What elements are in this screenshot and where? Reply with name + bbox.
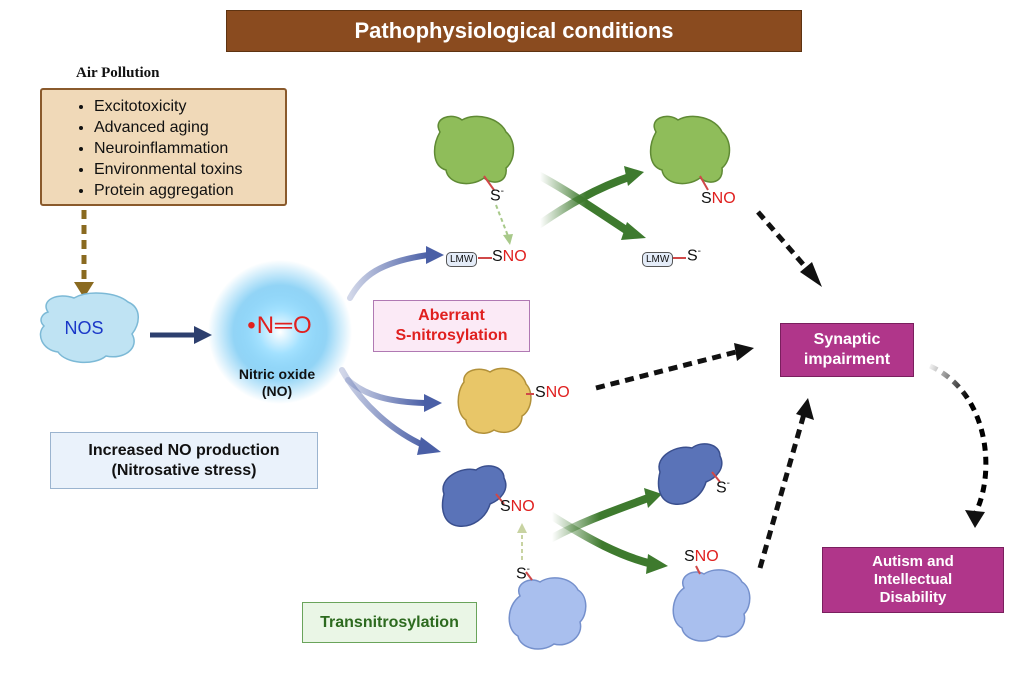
synaptic-line2: impairment <box>803 351 891 368</box>
arrowhead <box>417 437 441 455</box>
aberrant-box: Aberrant S-nitrosylation <box>373 300 530 352</box>
condition-item: Protein aggregation <box>94 180 285 201</box>
no-production-box: Increased NO production (Nitrosative str… <box>50 432 318 489</box>
no-production-line2: (Nitrosative stress) <box>111 461 257 479</box>
arrowhead <box>426 246 444 264</box>
green-crossing-arrows-top <box>536 172 636 238</box>
no-glow <box>208 260 352 404</box>
protein-bond <box>695 565 701 575</box>
fading-dashed-arrow <box>928 363 989 528</box>
arrowhead <box>621 222 646 240</box>
lmw-tag: LMW <box>642 249 674 267</box>
olive-dashed-arrow <box>74 210 94 298</box>
transfer-arrow-top <box>495 204 513 245</box>
lmw-tag: LMW <box>446 249 478 267</box>
condition-item: Advanced aging <box>94 117 285 138</box>
title-bar: Pathophysiological conditions <box>226 10 802 52</box>
nitric-oxide-formula: •N═O <box>247 312 313 339</box>
synaptic-impairment-box: Synaptic impairment <box>780 323 914 377</box>
black-dashed-arrows <box>595 210 810 569</box>
autism-box: Autism and Intellectual Disability <box>822 547 1004 613</box>
synaptic-line1: Synaptic <box>813 331 881 348</box>
lightblue-protein-right <box>672 569 751 642</box>
arrowhead <box>424 394 442 412</box>
transfer-arrow-bottom <box>517 523 527 560</box>
protein-bond <box>711 471 721 483</box>
transnitrosylation-label: Transnitrosylation <box>320 613 459 631</box>
nitric-oxide-caption-line1: Nitric oxide <box>238 366 316 382</box>
thiolate-label: S- <box>716 478 731 497</box>
nos-to-no-arrow <box>150 326 212 344</box>
yellow-protein <box>457 367 532 434</box>
sno-label: SNO <box>535 384 570 401</box>
autism-line2: Intellectual <box>873 571 953 588</box>
arrowhead <box>646 554 668 574</box>
nitric-oxide-caption: Nitric oxide (NO) <box>222 366 332 400</box>
condition-item: Neuroinflammation <box>94 138 285 159</box>
thiolate-label: S- <box>490 186 505 205</box>
green-crossing-arrows-bottom <box>548 494 656 568</box>
nos-blob <box>39 292 139 364</box>
thiolate-label: S- <box>516 564 531 583</box>
conditions-list: Excitotoxicity Advanced aging Neuroinfla… <box>42 96 285 201</box>
sno-label: SNO <box>492 248 527 265</box>
nitric-oxide-caption-line2: (NO) <box>261 383 293 399</box>
green-protein-right <box>649 115 731 185</box>
arrowhead <box>734 343 754 361</box>
darkblue-protein-left <box>441 465 507 527</box>
autism-line3: Disability <box>879 589 947 606</box>
sno-label: SNO <box>500 498 535 515</box>
aberrant-line2: S-nitrosylation <box>395 327 508 344</box>
transnitrosylation-box: Transnitrosylation <box>302 602 477 643</box>
aberrant-line1: Aberrant <box>418 307 485 324</box>
nos-label: NOS <box>64 318 104 338</box>
sno-label: SNO <box>701 190 736 207</box>
protein-bond <box>525 571 533 581</box>
conditions-box: Excitotoxicity Advanced aging Neuroinfla… <box>40 88 287 206</box>
title-text: Pathophysiological conditions <box>354 18 674 43</box>
green-protein-left <box>433 115 515 185</box>
arrowhead <box>796 398 814 420</box>
no-production-line1: Increased NO production <box>88 441 280 459</box>
lightblue-protein-left <box>508 577 587 650</box>
protein-bond <box>699 175 709 191</box>
protein-bond <box>495 493 505 505</box>
arrowhead <box>644 488 662 508</box>
condition-item: Excitotoxicity <box>94 96 285 117</box>
protein-bond <box>483 175 495 191</box>
arrowhead <box>800 262 822 287</box>
blue-branch-arrows <box>339 252 431 449</box>
darkblue-protein-right <box>657 443 723 505</box>
arrowhead <box>624 166 644 186</box>
sno-label: SNO <box>684 548 719 565</box>
condition-item: Environmental toxins <box>94 159 285 180</box>
air-pollution-heading: Air Pollution <box>76 65 160 81</box>
autism-line1: Autism and <box>872 553 954 570</box>
thiolate-label: S- <box>687 246 702 265</box>
